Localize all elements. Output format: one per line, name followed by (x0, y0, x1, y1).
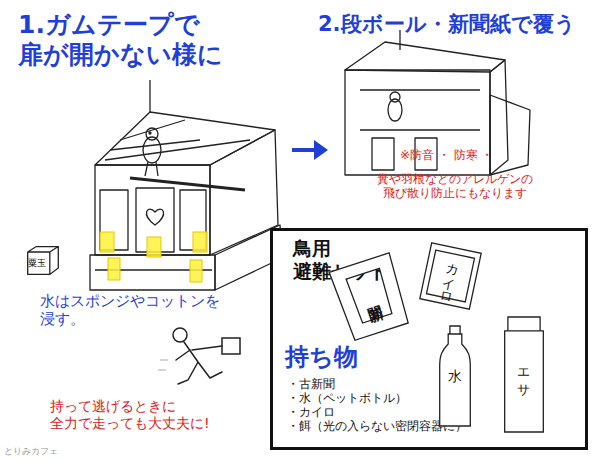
note-text: 持って逃げるときに 全力で走っても大丈夫に! (50, 398, 260, 432)
cage-handle (149, 80, 150, 112)
arrow-head (314, 140, 328, 160)
cardboard-top (345, 42, 505, 72)
running-person (173, 328, 240, 384)
food-box-shape (28, 247, 59, 275)
node-text: 水 (438, 326, 472, 426)
cage-bars (105, 120, 250, 160)
node-text: ・水（ペットボトル） (287, 391, 407, 405)
step-heading: 2.段ボール・新聞紙で覆う (318, 12, 576, 37)
node-text: ・カイロ (287, 405, 335, 419)
tape-strip (147, 237, 161, 257)
node-text: ・古新聞 (287, 377, 335, 391)
set-box: 鳥用 避難セット持ち物・古新聞・水（ペットボトル）・カイロ・餌（光の入らない密閉… (270, 228, 588, 450)
kairo-pack: カイロ (417, 240, 484, 312)
motion-line (158, 360, 168, 370)
tape-strip (193, 232, 207, 252)
node-text: 粟玉 (28, 258, 56, 269)
right-cage (345, 30, 530, 175)
head (173, 328, 187, 342)
node-text: カイロ (417, 240, 484, 312)
cardboard-flap (490, 95, 530, 175)
tray-front (90, 255, 215, 290)
food-bottle: エサ (501, 317, 547, 432)
tape-strip (100, 232, 114, 252)
arrow-shaft (292, 148, 316, 152)
food-box: 粟玉 (26, 244, 60, 276)
cage-top (95, 112, 275, 165)
body (176, 342, 222, 384)
heart (146, 209, 163, 225)
tape-strip (108, 258, 120, 280)
carried-cage (222, 338, 240, 354)
node-text: エサ (501, 317, 547, 432)
node-text: 持ち物 (285, 343, 358, 372)
step-heading: 1.ガムテープで 扉が開かない様に (18, 10, 258, 70)
note-text: 水はスポンジやコットンを 浸す。 (40, 292, 240, 328)
water-bottle: 水 (438, 326, 472, 426)
tape-strip (190, 260, 202, 282)
arrow (292, 140, 328, 160)
watermark: とりみカフェ (4, 446, 58, 457)
note-text: ※防音 ・ 防寒 ・ (400, 148, 494, 162)
left-cage (90, 80, 282, 290)
cage-side (210, 130, 278, 255)
note-text: 糞や羽根などのアレルゲンの 飛び散り防止にもなります (335, 172, 575, 201)
tape (100, 232, 207, 282)
cage-door (372, 138, 394, 170)
motion-lines (158, 360, 168, 370)
bird (143, 128, 161, 176)
bird (388, 92, 402, 121)
cage-bars (360, 90, 480, 130)
